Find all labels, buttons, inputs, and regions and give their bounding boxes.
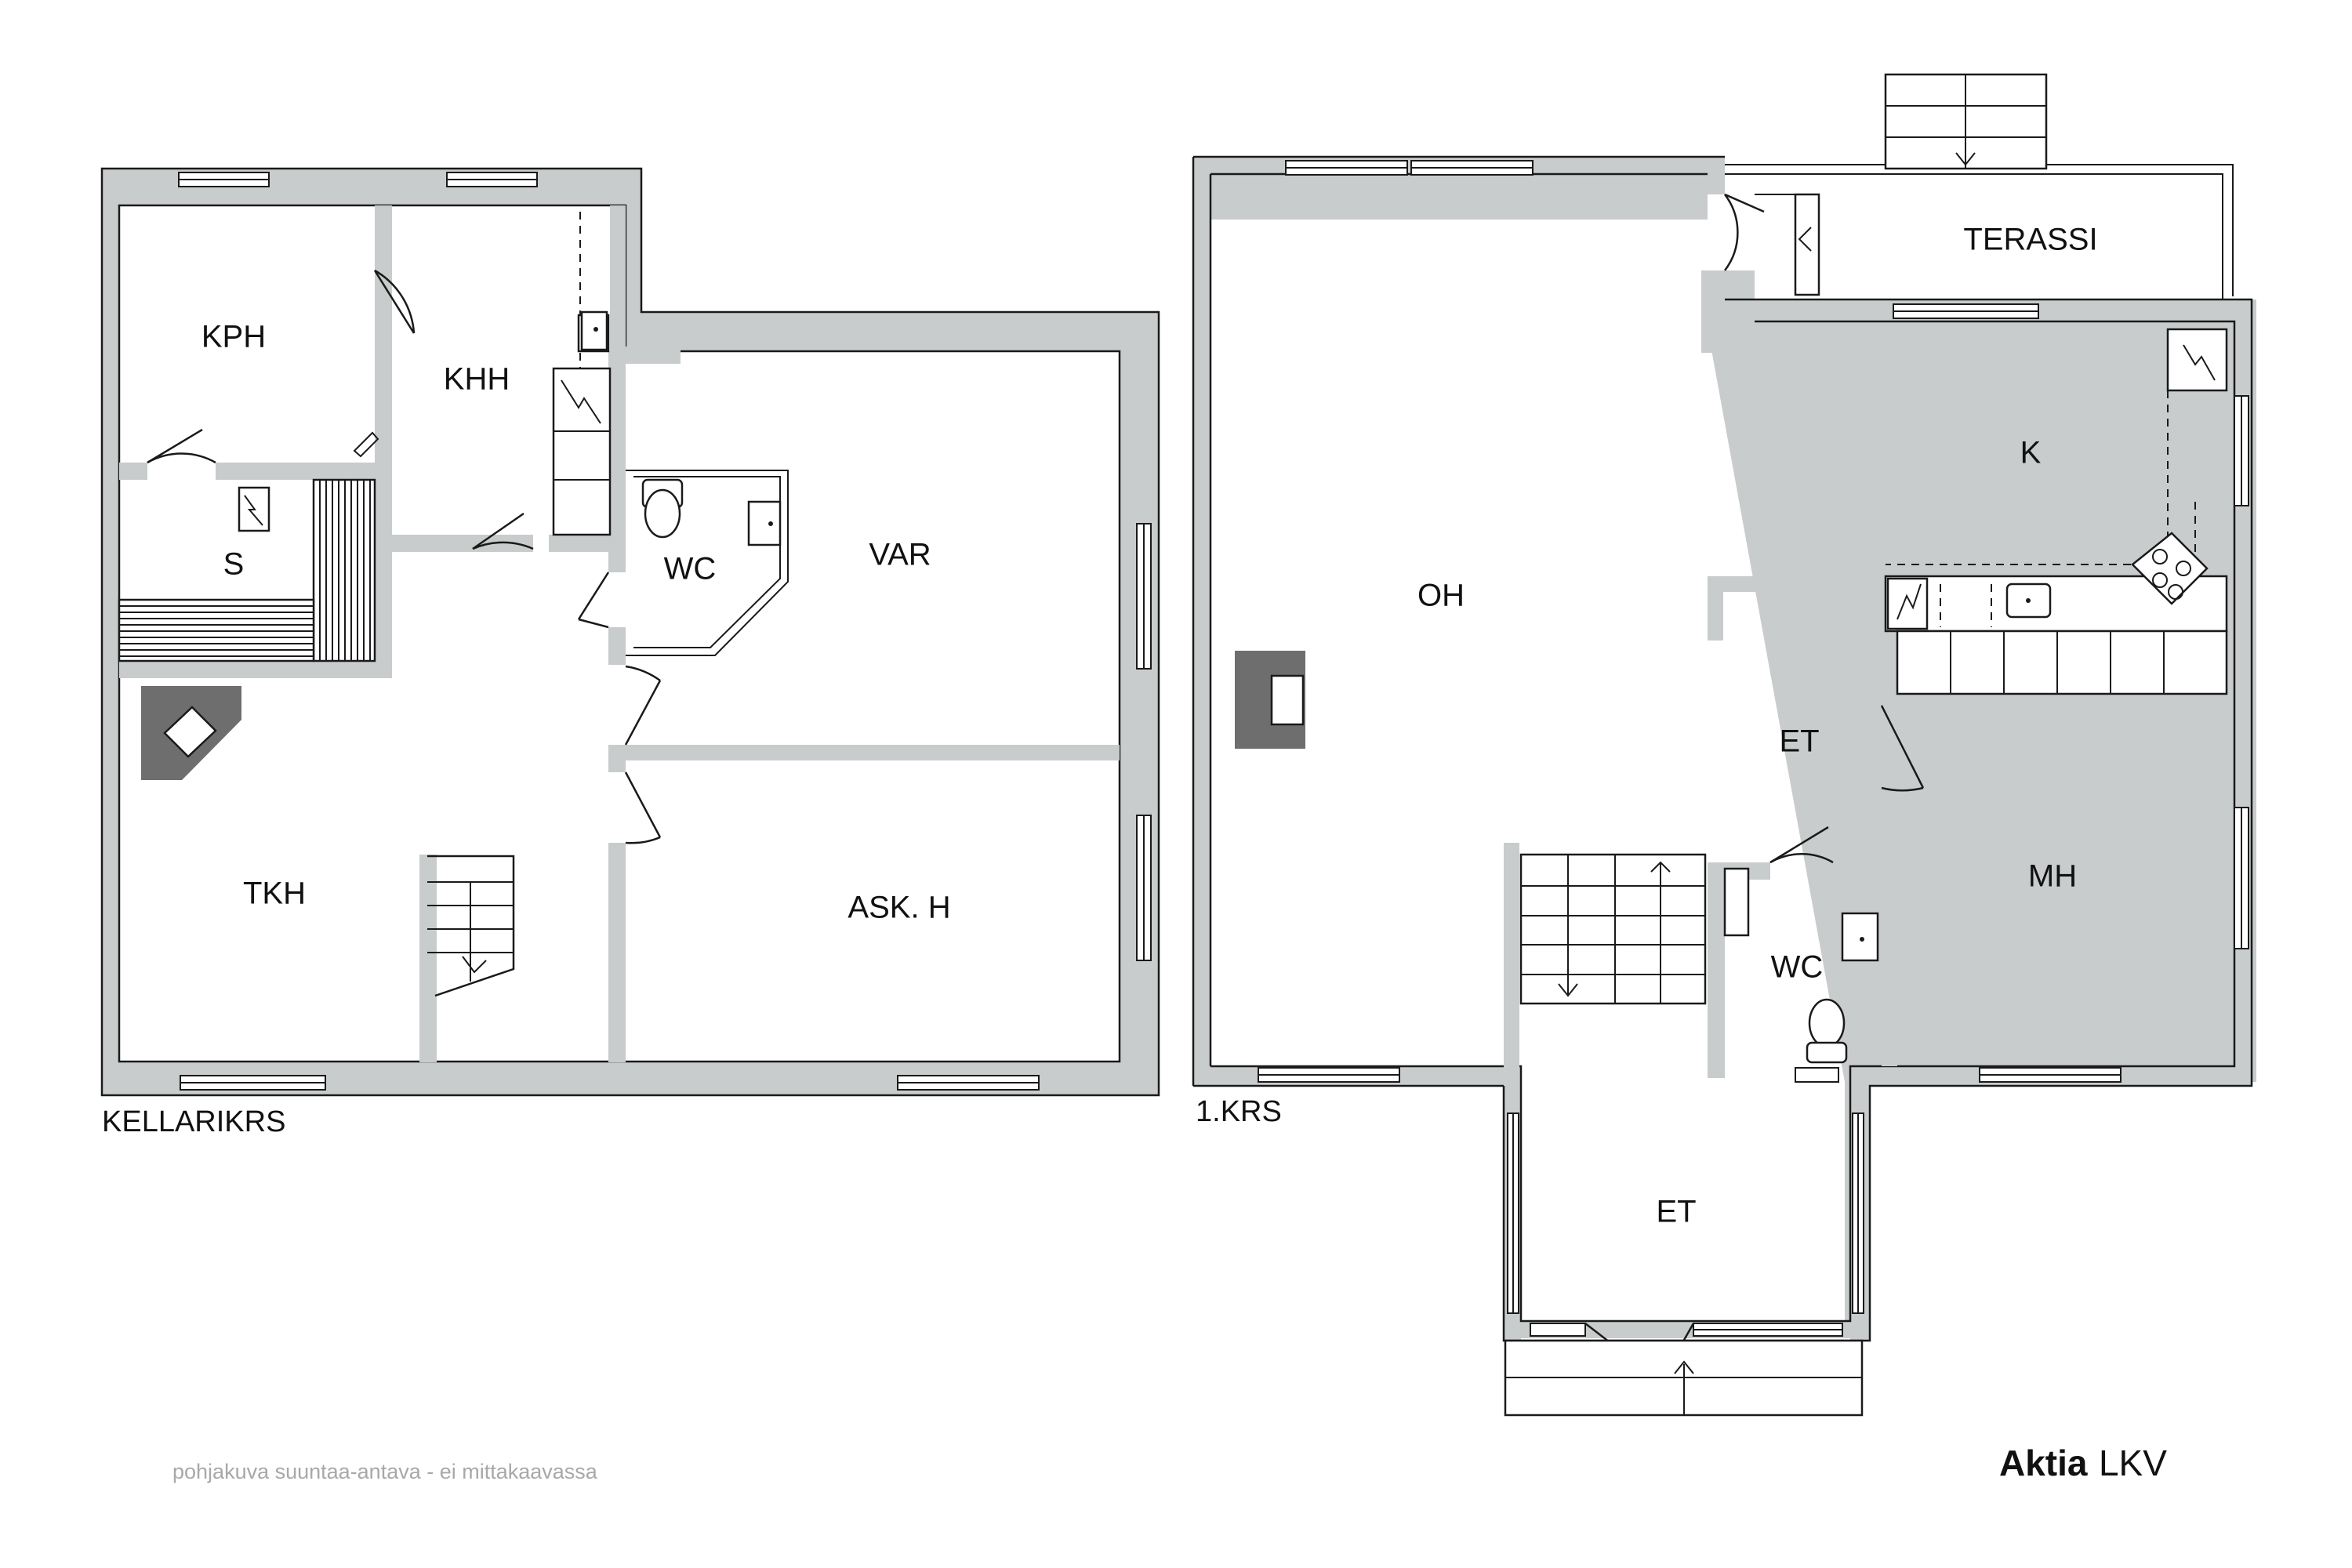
floor-label-first: 1.KRS bbox=[1196, 1095, 1282, 1128]
room-label-et-hall: ET bbox=[1779, 724, 1819, 759]
brand-logo: Aktia LKV bbox=[1999, 1443, 2167, 1483]
room-label-kph: KPH bbox=[201, 320, 266, 354]
kitchen-counters bbox=[1884, 328, 2228, 695]
basement-stairs bbox=[427, 855, 515, 997]
basement-windows bbox=[178, 172, 1152, 1091]
basement-interior-walls bbox=[119, 205, 1120, 1062]
sauna-benches bbox=[118, 478, 376, 662]
room-label-k: K bbox=[2020, 436, 2042, 470]
first-floor-outer-wall bbox=[1193, 157, 2256, 1323]
room-label-terassi: TERASSI bbox=[1963, 223, 2097, 257]
brand-name: Aktia bbox=[1999, 1443, 2088, 1483]
first-floor-room-labels: OH TERASSI K ET MH WC ET bbox=[1417, 223, 2098, 1229]
room-label-ask-h: ASK. H bbox=[848, 891, 950, 925]
entrance-steps bbox=[1504, 1339, 1864, 1417]
basement-room-labels: KPH KHH S WC VAR TKH ASK. H bbox=[201, 320, 951, 925]
room-label-khh: KHH bbox=[444, 362, 510, 397]
basement-doors bbox=[147, 269, 662, 844]
first-floor-stairs bbox=[1519, 853, 1707, 1005]
room-label-s: S bbox=[223, 547, 245, 582]
disclaimer-text: pohjakuva suuntaa-antava - ei mittakaava… bbox=[172, 1460, 598, 1483]
room-label-tkh: TKH bbox=[243, 877, 306, 911]
room-label-wc-basement: WC bbox=[664, 552, 717, 586]
basement-fixtures bbox=[353, 310, 782, 546]
room-label-mh: MH bbox=[2028, 859, 2077, 894]
basement-plan: KPH KHH S WC VAR TKH ASK. H KELLARIKRS bbox=[100, 167, 1160, 1138]
first-floor-windows bbox=[1258, 160, 2249, 1337]
floor-label-basement: KELLARIKRS bbox=[102, 1105, 285, 1138]
room-label-oh: OH bbox=[1417, 579, 1465, 613]
first-floor-plan: OH TERASSI K ET MH WC ET 1.KRS bbox=[1192, 73, 2256, 1417]
room-label-var: VAR bbox=[869, 538, 931, 572]
room-label-wc-first: WC bbox=[1771, 950, 1824, 985]
brand-suffix: LKV bbox=[2099, 1443, 2167, 1483]
terrace bbox=[1725, 73, 2234, 299]
room-label-et-entry: ET bbox=[1656, 1195, 1696, 1229]
